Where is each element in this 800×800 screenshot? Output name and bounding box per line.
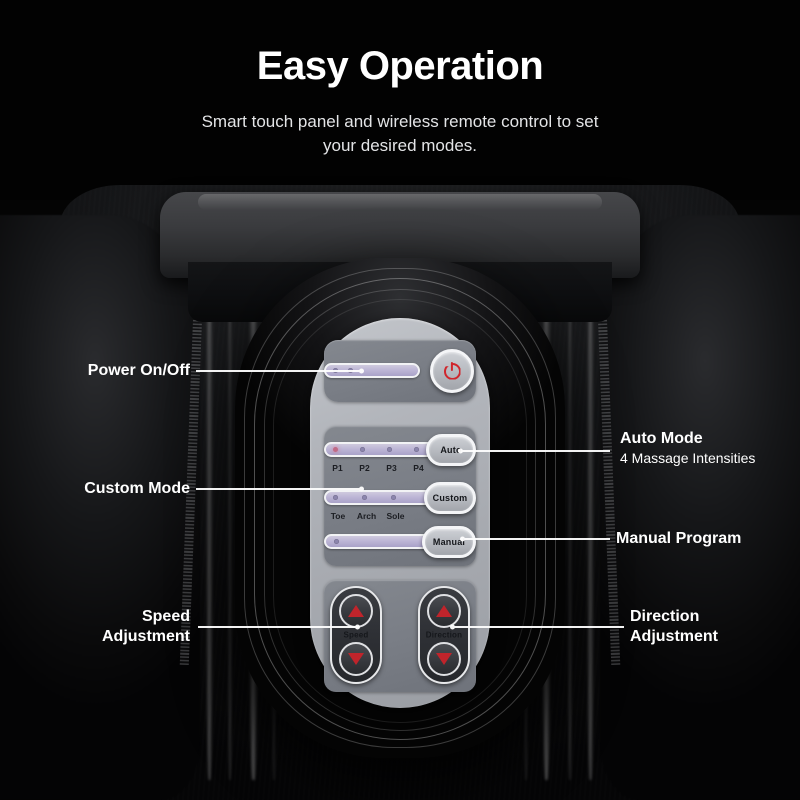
tick-p2: P2 [359, 463, 370, 473]
triangle-down-icon [348, 653, 364, 665]
direction-pod-label: Direction [425, 630, 463, 640]
manual-slider-track[interactable] [324, 534, 448, 549]
callout-custom-label: Custom Mode [84, 480, 190, 497]
auto-led-p2 [360, 447, 365, 452]
manual-button-label: Manual [432, 536, 466, 547]
tick-p1: P1 [332, 463, 343, 473]
callout-manual: Manual Program [616, 529, 800, 549]
auto-led-p1 [333, 447, 338, 452]
custom-tick-labels: Toe Arch Sole [324, 511, 476, 521]
tick-p3: P3 [386, 463, 397, 473]
speed-pod: Speed [330, 586, 382, 684]
gloss-streak-2 [228, 210, 232, 780]
custom-button-label: Custom [432, 492, 468, 503]
speed-down-button[interactable] [339, 642, 373, 676]
leader-line-direction [450, 624, 624, 630]
gloss-streak-1 [206, 210, 213, 780]
tick-arch: Arch [356, 511, 377, 521]
auto-led-p4 [414, 447, 419, 452]
callout-power-label: Power On/Off [87, 362, 190, 379]
callout-auto-label: Auto Mode [620, 430, 703, 447]
top-cover-shadow [188, 262, 612, 322]
tick-p4: P4 [413, 463, 424, 473]
callout-speed: Speed Adjustment [30, 607, 190, 646]
gloss-streak-5 [587, 210, 594, 780]
callout-direction-label: Direction Adjustment [630, 608, 718, 645]
triangle-up-icon [348, 605, 364, 617]
direction-down-button[interactable] [427, 642, 461, 676]
leader-line-custom [196, 486, 364, 492]
power-icon [443, 361, 461, 380]
custom-slider-track[interactable] [324, 490, 440, 505]
leader-line-speed [198, 624, 360, 630]
tick-sole: Sole [386, 511, 405, 521]
triangle-up-icon [436, 605, 452, 617]
callout-direction: Direction Adjustment [630, 607, 800, 646]
page-title: Easy Operation [256, 44, 544, 88]
power-button[interactable] [430, 349, 474, 393]
fabric-panel-left [0, 215, 200, 800]
custom-button[interactable]: Custom [424, 482, 476, 514]
callout-custom: Custom Mode [40, 479, 190, 499]
gloss-streak-6 [568, 210, 572, 780]
triangle-down-icon [436, 653, 452, 665]
auto-led-p3 [387, 447, 392, 452]
leader-line-manual [460, 536, 610, 542]
auto-button-label: Auto [440, 444, 462, 455]
callout-auto-sublabel: 4 Massage Intensities [620, 449, 756, 466]
auto-tick-labels: P1 P2 P3 P4 [324, 463, 476, 473]
top-vignette [0, 0, 800, 200]
callout-power: Power On/Off [40, 361, 190, 381]
direction-pod: Direction [418, 586, 470, 684]
manual-button[interactable]: Manual [422, 526, 476, 558]
auto-slider-track[interactable] [324, 442, 440, 457]
custom-led-toe [333, 495, 338, 500]
fabric-panel-right [600, 215, 800, 800]
page-subtitle: Smart touch panel and wireless remote co… [201, 112, 599, 156]
leader-line-power [196, 368, 364, 374]
direction-up-button[interactable] [427, 594, 461, 628]
custom-led-arch [362, 495, 367, 500]
speed-up-button[interactable] [339, 594, 373, 628]
speed-pod-label: Speed [343, 630, 369, 640]
tick-toe: Toe [330, 511, 346, 521]
callout-auto: Auto Mode 4 Massage Intensities [620, 429, 800, 467]
callout-speed-label: Speed Adjustment [102, 608, 190, 645]
control-panel: Auto P1 P2 P3 P4 Custom Toe Arch Sole Ma… [310, 318, 490, 708]
manual-led [334, 539, 339, 544]
callout-manual-label: Manual Program [616, 530, 742, 547]
leader-line-auto [458, 448, 610, 454]
custom-led-sole [391, 495, 396, 500]
